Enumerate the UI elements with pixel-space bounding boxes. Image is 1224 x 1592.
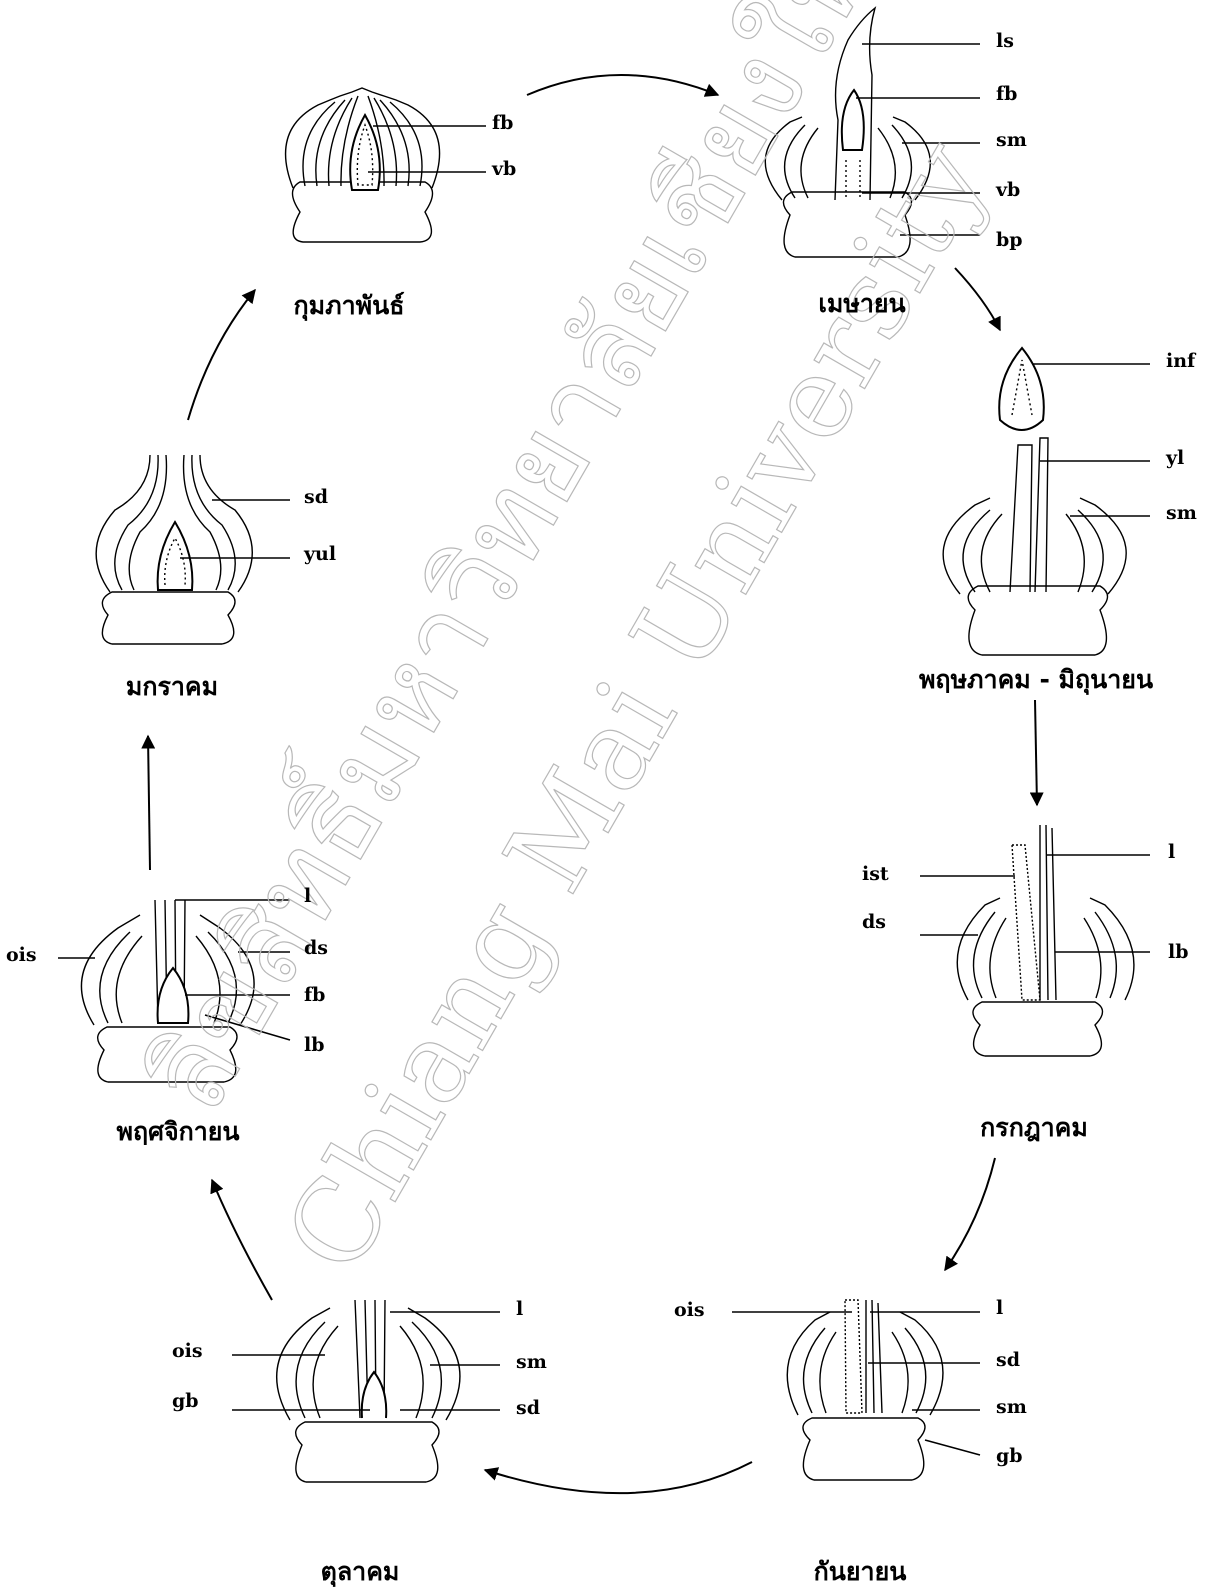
arrow-nov-to-jan — [148, 736, 150, 870]
label-apr-vb: vb — [996, 179, 1020, 201]
label-sep-ois: ois — [674, 1299, 705, 1321]
arrow-oct-to-nov — [212, 1180, 272, 1300]
stage-title-feb: กุมภาพันธ์ — [294, 286, 405, 326]
bulb-nov — [81, 900, 254, 1082]
label-nov-l: l — [304, 885, 311, 907]
label-apr-ls: ls — [996, 30, 1014, 52]
arrow-apr-to-may — [955, 268, 1000, 330]
arrow-jul-to-sep — [945, 1158, 995, 1270]
label-apr-sm: sm — [996, 129, 1027, 151]
stage-title-jan: มกราคม — [126, 667, 218, 707]
label-oct-ois: ois — [172, 1340, 203, 1362]
arrow-sep-to-oct — [485, 1462, 752, 1493]
label-oct-gb: gb — [172, 1390, 199, 1412]
label-apr-fb: fb — [996, 83, 1017, 105]
label-jul-l: l — [1168, 841, 1175, 863]
bulb-feb — [286, 88, 440, 242]
label-jan-sd: sd — [304, 486, 328, 508]
label-jul-lb: lb — [1168, 941, 1189, 963]
label-sep-sm: sm — [996, 1396, 1027, 1418]
leader-lines — [58, 44, 1150, 1455]
arrow-jan-to-feb — [188, 290, 255, 420]
label-nov-lb: lb — [304, 1034, 325, 1056]
bulb-sep — [787, 1300, 943, 1480]
label-nov-ois: ois — [6, 944, 37, 966]
label-jan-yul: yul — [304, 543, 336, 565]
label-oct-l: l — [516, 1298, 523, 1320]
bulb-jul — [957, 825, 1134, 1056]
label-nov-fb: fb — [304, 984, 325, 1006]
label-feb-fb: fb — [492, 112, 513, 134]
label-sep-gb: gb — [996, 1445, 1023, 1467]
label-may-yl: yl — [1166, 447, 1184, 469]
label-oct-sm: sm — [516, 1351, 547, 1373]
label-jul-ds: ds — [862, 911, 886, 933]
stage-title-apr: เมษายน — [818, 284, 905, 324]
bulb-may-jun — [943, 348, 1126, 655]
stage-title-nov: พฤศจิกายน — [116, 1112, 239, 1152]
stage-title-oct: ตุลาคม — [321, 1552, 400, 1592]
label-may-inf: inf — [1166, 350, 1195, 372]
label-oct-sd: sd — [516, 1397, 540, 1419]
bulb-jan — [96, 455, 252, 644]
label-apr-bp: bp — [996, 229, 1023, 251]
stage-title-jul: กรกฎาคม — [980, 1108, 1088, 1148]
bulb-oct — [277, 1300, 460, 1482]
label-jul-ist: ist — [862, 863, 889, 885]
label-feb-vb: vb — [492, 158, 516, 180]
stage-title-sep: กันยายน — [814, 1552, 907, 1592]
arrow-feb-to-apr — [527, 75, 718, 95]
label-sep-sd: sd — [996, 1349, 1020, 1371]
label-sep-l: l — [996, 1297, 1003, 1319]
bulb-apr — [765, 8, 930, 257]
arrow-may-to-jul — [1035, 700, 1037, 805]
label-may-sm: sm — [1166, 502, 1197, 524]
label-nov-ds: ds — [304, 937, 328, 959]
stage-title-may-jun: พฤษภาคม - มิถุนายน — [919, 660, 1153, 700]
